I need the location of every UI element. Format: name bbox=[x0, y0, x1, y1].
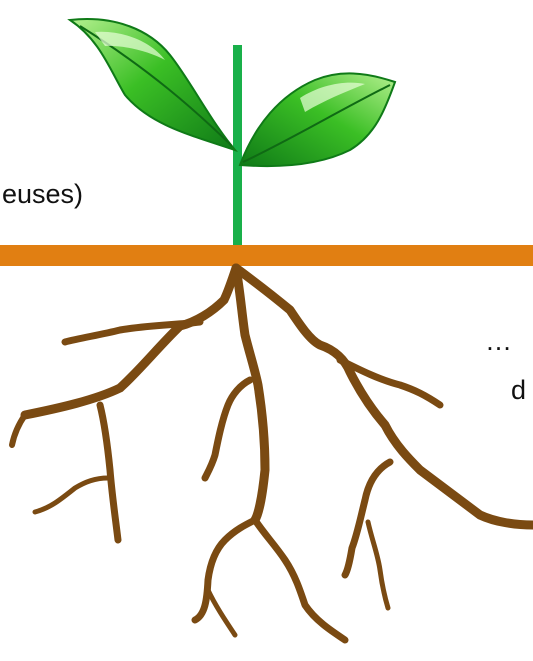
label-right: d bbox=[511, 377, 526, 404]
root-left-down-branch bbox=[35, 478, 108, 512]
root-left-down bbox=[100, 405, 118, 540]
root-center-small bbox=[208, 590, 235, 635]
root-right-lower bbox=[345, 462, 390, 575]
root-right-main bbox=[236, 268, 533, 525]
right-leaf bbox=[240, 73, 395, 166]
label-ellipsis: … bbox=[485, 328, 512, 355]
left-leaf bbox=[70, 19, 235, 150]
soil-line bbox=[0, 245, 533, 266]
root-center-lower-right bbox=[255, 520, 345, 640]
root-left-main bbox=[25, 268, 236, 415]
root-center-left bbox=[205, 380, 250, 478]
root-left-tip bbox=[12, 415, 25, 445]
label-left: euses) bbox=[2, 181, 83, 208]
root-center-main bbox=[236, 268, 265, 520]
plant-stem bbox=[233, 45, 242, 245]
roots bbox=[12, 268, 533, 640]
root-right-lower-branch bbox=[368, 522, 388, 608]
root-center-lower-left bbox=[195, 520, 255, 620]
